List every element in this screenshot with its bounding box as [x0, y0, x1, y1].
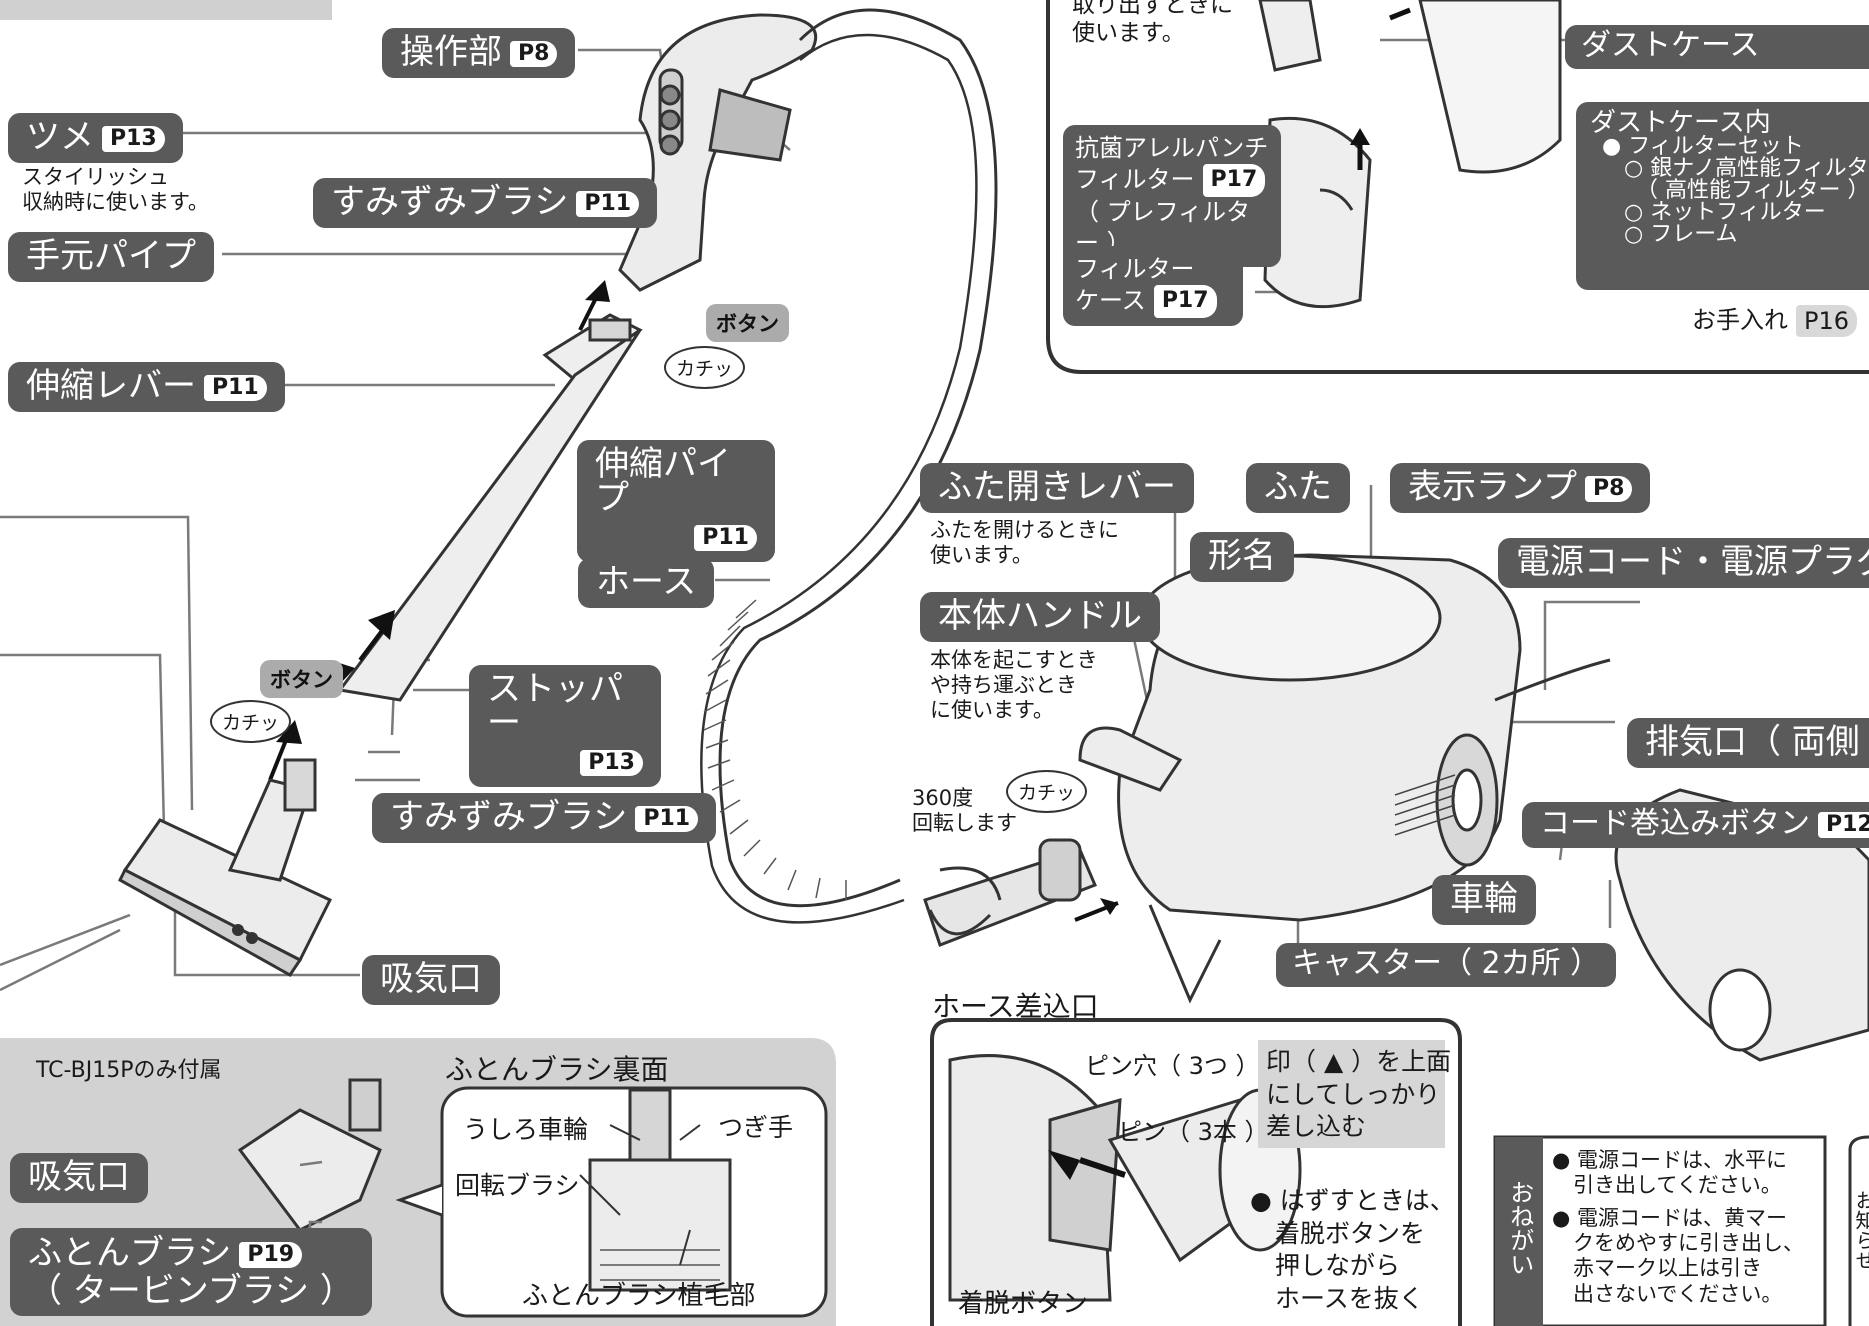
label-button-mid: ボタン: [260, 660, 343, 698]
label-kyukiguchi-futon: 吸気口: [10, 1153, 148, 1203]
note-detach: ● はずすときは、 着脱ボタンを 押しながら ホースを抜く: [1250, 1186, 1455, 1313]
label-kyukiguchi: 吸気口: [362, 955, 500, 1005]
note-handle: 本体を起こすとき や持ち運ぶとき に使います。: [930, 648, 1098, 723]
label-text: すみずみブラシ: [390, 797, 628, 837]
care-ref: お手入れ P16: [1692, 300, 1858, 337]
page-ref: P11: [576, 190, 640, 217]
oshirase-title: お知らせ: [1852, 1190, 1869, 1270]
label-detach-button: 着脱ボタン: [958, 1289, 1089, 1319]
label-text: 表示ランプ: [1408, 467, 1577, 507]
label-wheel: 車輪: [1432, 875, 1536, 925]
bubble-kachi-mid: カチッ: [210, 700, 292, 743]
label-sumizumi-bottom: すみずみブラシ P11: [372, 793, 717, 843]
label-futa-lever: ふた開きレバー: [920, 463, 1194, 513]
label-sumizumi-top: すみずみブラシ P11: [313, 178, 658, 228]
label-handle: 本体ハンドル: [920, 592, 1160, 642]
note-rotate: 360度 回転します: [912, 786, 1017, 836]
label-text: ふとんブラシ: [28, 1233, 232, 1273]
label-shinshuku-lever: 伸縮レバー P11: [8, 362, 285, 412]
label-kaiten: 回転ブラシ: [455, 1171, 580, 1200]
label-text: ストッパー: [487, 669, 623, 743]
onegai-item-2: ● 電源コードは、黄マー クをめやすに引き出し、 赤マーク以上は引き 出さないで…: [1552, 1206, 1804, 1306]
note-tsume: スタイリッシュ 収納時に使います。: [22, 165, 209, 215]
label-futon-brush: ふとんブラシ P19 （ タービンブラシ ）: [10, 1228, 372, 1316]
page-ref: P8: [1584, 475, 1633, 502]
label-text: 操作部: [400, 32, 502, 72]
page-ref: P17: [1153, 285, 1217, 318]
page-ref: P17: [1202, 164, 1266, 197]
label-text: フィルター: [1075, 255, 1195, 283]
futon-back-title: ふとんブラシ裏面: [445, 1053, 669, 1086]
label-text: 伸縮レバー: [26, 366, 196, 406]
dust-panel-frame: [1046, 0, 1869, 374]
page-ref: P11: [635, 805, 699, 832]
label-tsume: ツメ P13: [8, 113, 183, 163]
note-mark: 印（ ▲ ）を上面 にしてしっかり 差し込む: [1266, 1047, 1452, 1141]
label-lamp: 表示ランプ P8: [1390, 463, 1651, 513]
page-ref: P16: [1796, 305, 1858, 337]
label-button-top: ボタン: [706, 304, 789, 342]
label-text: （ タービンブラシ ）: [28, 1271, 354, 1311]
dust-inside-title: ダストケース内: [1590, 108, 1771, 138]
label-dust-inside: ダストケース内 ● フィルターセット ○ 銀ナノ高性能フィルター （ 高性能フィ…: [1576, 102, 1869, 290]
label-text: フィルター: [1075, 165, 1195, 194]
label-dust-case: ダストケース: [1565, 25, 1869, 69]
label-shinshuku-pipe: 伸縮パイプ P11: [577, 440, 775, 562]
page-ref: P11: [204, 374, 267, 401]
label-text: ケース: [1075, 286, 1146, 315]
page-ref: P8: [510, 40, 558, 67]
label-futon-hair: ふとんブラシ植毛部: [522, 1281, 756, 1311]
label-text: ツメ: [26, 117, 94, 157]
label-pin: ピン（ 3本 ）: [1118, 1118, 1269, 1146]
label-pin-hole: ピン穴（ 3つ ）: [1085, 1052, 1260, 1080]
label-cord-button: コード巻込みボタン P12: [1522, 802, 1869, 848]
note-futa-lever: ふたを開けるときに 使います。: [930, 518, 1119, 568]
label-futa: ふた: [1246, 463, 1350, 513]
onegai-item-1: ● 電源コードは、水平に 引き出してください。: [1552, 1148, 1787, 1198]
page-ref: P11: [694, 524, 757, 551]
label-stopper: ストッパー P13: [469, 665, 661, 787]
dust-inside-item: ○ フレーム: [1624, 222, 1738, 247]
dust-inside-item: （ 高性能フィルター ）: [1636, 178, 1869, 203]
care-text: お手入れ: [1692, 306, 1788, 334]
page-ref: P19: [239, 1241, 303, 1268]
label-text: （ プレフィルター ）: [1075, 197, 1251, 257]
label-text: 伸縮パイプ: [595, 444, 731, 518]
page-ref: P12: [1818, 811, 1869, 838]
label-ushiro: うしろ車輪: [463, 1115, 589, 1144]
title-hose-inlet: ホース差込口: [932, 990, 1099, 1023]
label-exhaust: 排気口（ 両側 ）: [1627, 718, 1869, 768]
label-tsugite: つぎ手: [718, 1113, 794, 1142]
page-ref: P13: [102, 125, 165, 152]
bubble-kachi-top: カチッ: [664, 346, 746, 389]
label-hose: ホース: [578, 558, 715, 608]
label-caster: キャスター（ 2カ所 ）: [1276, 943, 1617, 987]
label-text: コード巻込みボタン: [1540, 806, 1810, 841]
page-ref: P13: [580, 749, 643, 776]
dust-inside-item: ○ ネットフィルター: [1624, 200, 1826, 225]
hose-inlet-frame: [930, 1018, 1462, 1326]
label-katamei: 形名: [1190, 532, 1294, 582]
label-power-cord: 電源コード・電源プラグ: [1498, 538, 1869, 588]
dust-inside-item: ○ 銀ナノ高性能フィルター: [1624, 156, 1869, 181]
tcbj-title: TC-BJ15Pのみ付属: [36, 1058, 222, 1083]
onegai-title: おねがい: [1505, 1180, 1534, 1276]
bubble-kachi-hose: カチッ: [1006, 770, 1088, 813]
label-temoto: 手元パイプ: [8, 232, 214, 282]
note-dust: 取り出すときに 使います。: [1072, 0, 1233, 46]
label-sousabu: 操作部 P8: [382, 28, 576, 78]
label-text: 抗菌アレルパンチ: [1075, 134, 1269, 162]
label-text: すみずみブラシ: [331, 182, 569, 222]
dust-inside-item: ● フィルターセット: [1602, 134, 1804, 159]
